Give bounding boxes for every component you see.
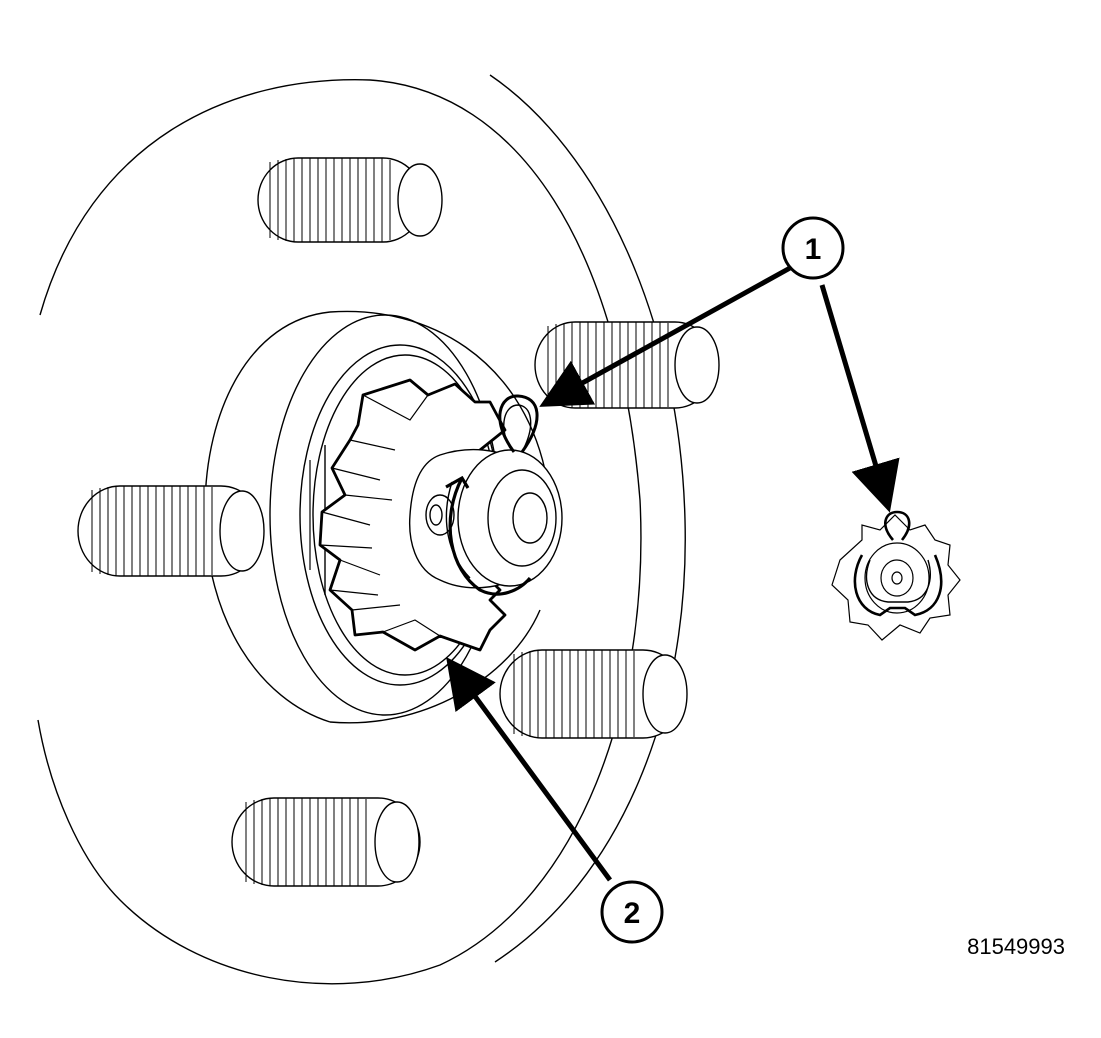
figure-number: 81549993 xyxy=(967,934,1065,959)
leader-1a xyxy=(539,265,792,407)
callout-2: 2 xyxy=(600,880,664,944)
callout-2-label: 2 xyxy=(624,897,641,930)
wheel-stud-right-lower xyxy=(499,649,688,739)
cotter-pin-installed xyxy=(445,394,539,596)
callout-1: 1 xyxy=(781,216,845,280)
leader-1b xyxy=(819,284,900,513)
spindle-nut xyxy=(408,448,563,589)
wheel-stud-left xyxy=(77,485,265,577)
leader-2 xyxy=(446,656,613,882)
wheel-stud-bottom xyxy=(231,797,421,887)
callout-1-label: 1 xyxy=(805,233,822,266)
nut-lock-detail xyxy=(831,510,961,641)
leader-lines xyxy=(446,265,900,882)
wheel-stud-top xyxy=(257,157,443,243)
